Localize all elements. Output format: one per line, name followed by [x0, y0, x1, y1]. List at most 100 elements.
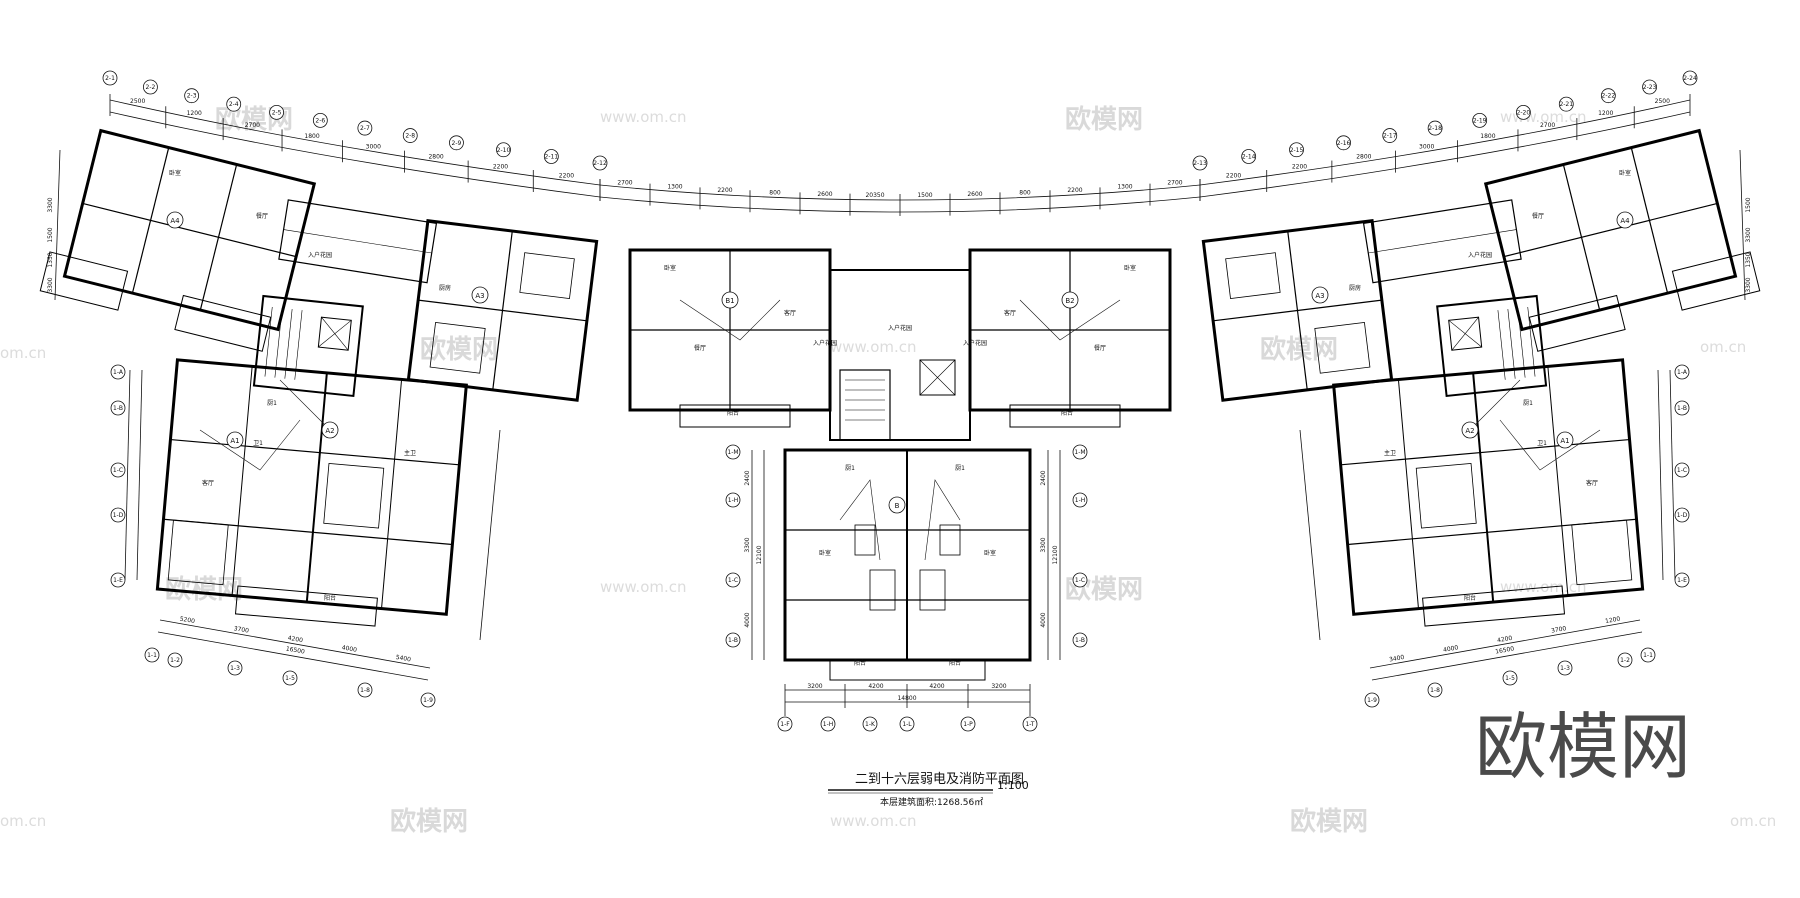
grid-label: 1-B [728, 637, 738, 644]
watermark-brand: 欧模网 [390, 806, 468, 837]
grid-bubble: 2-24 [1682, 70, 1698, 86]
grid-label: 1-D [1677, 512, 1688, 519]
dimension-value: 3000 [1419, 144, 1434, 151]
grid-label: 1-3 [1560, 665, 1570, 672]
dimension-value: 2200 [1292, 163, 1307, 170]
room-label: 厨1 [1523, 400, 1533, 407]
grid-label: 2-21 [1559, 101, 1573, 108]
unit-label: B1 [721, 291, 739, 309]
grid-bubble: 1-C [1072, 572, 1088, 588]
grid-bubble: 1-H [1072, 492, 1088, 508]
unit-label: A2 [321, 421, 339, 439]
grid-label: 1-E [113, 577, 123, 584]
top-right-dim-line-2 [1199, 111, 1691, 198]
dimension-total: 12100 [756, 545, 763, 564]
dimension-value: 3300 [1040, 537, 1047, 552]
dimension-value: 2200 [1226, 173, 1241, 180]
watermark-url: om.cn [0, 344, 46, 362]
room-label: 厨房 [1349, 284, 1361, 292]
unit-label-text: B [895, 502, 900, 510]
dimension-value: 2200 [559, 173, 574, 180]
unit-label-text: A3 [1315, 292, 1324, 300]
grid-bubble: 2-1 [102, 70, 118, 86]
room-label: 阳台 [727, 409, 739, 417]
top-left-dim-line-2 [109, 111, 601, 198]
top-right-dim-line-1 [1199, 99, 1691, 186]
dimension-value: 1300 [1117, 184, 1132, 191]
room-label: 卫1 [1537, 440, 1547, 447]
dimension-value: 4000 [1040, 612, 1047, 627]
watermark-brand: 欧模网 [1290, 806, 1368, 837]
unit-label-text: A2 [1465, 427, 1474, 435]
dimension-value: 3300 [47, 277, 54, 292]
dimension-total: 12100 [1052, 545, 1059, 564]
grid-bubble: 1-1 [144, 647, 160, 663]
grid-label: 1-P [963, 721, 973, 728]
room-label: 入户花园 [813, 339, 837, 347]
unit-label-text: A1 [230, 437, 239, 445]
dimension-value: 5400 [395, 654, 411, 664]
dimension-value: 1200 [1598, 110, 1613, 117]
grid-label: 2-3 [187, 93, 197, 100]
grid-bubble: 1-1 [1640, 647, 1656, 663]
grid-label: 1-2 [1620, 657, 1630, 664]
room-label: 卧室 [984, 549, 996, 557]
unit-label: A4 [1616, 211, 1634, 229]
grid-label: 1-H [1075, 497, 1086, 504]
dimension-total: 14800 [897, 695, 916, 702]
dimension-value: 2700 [617, 179, 632, 186]
dimension-total: 16500 [1495, 645, 1515, 655]
room-label: 客厅 [202, 479, 214, 487]
grid-bubble: 2-19 [1472, 112, 1488, 128]
unit-label-text: B1 [725, 297, 734, 305]
grid-label: 2-22 [1602, 93, 1616, 100]
room-label: 阳台 [854, 659, 866, 667]
grid-label: 1-K [865, 721, 876, 728]
grid-label: 2-6 [315, 117, 325, 124]
room-label: 卧室 [1124, 264, 1136, 272]
grid-bubble: 1-3 [1557, 660, 1573, 676]
dimension-value: 2500 [1655, 98, 1670, 105]
room-label: 卧室 [169, 169, 181, 177]
grid-label: 1-H [728, 497, 739, 504]
grid-bubble: 1-F [777, 716, 793, 732]
grid-bubble: 1-B [1674, 400, 1690, 416]
room-label: 餐厅 [256, 212, 268, 220]
center-building [628, 248, 1172, 681]
dimension-value: 4000 [744, 612, 751, 627]
grid-bubble: 1-2 [167, 652, 183, 668]
grid-bubble: 1-5 [1502, 670, 1518, 686]
center-bottom-dimensions [784, 684, 1031, 716]
room-label: 阳台 [1464, 594, 1476, 602]
dimension-value: 4200 [868, 683, 883, 690]
unit-label-text: A4 [170, 217, 180, 225]
grid-bubble: 2-23 [1642, 79, 1657, 95]
room-label: 餐厅 [1094, 344, 1106, 352]
grid-label: 2-4 [229, 101, 239, 108]
watermark-url: om.cn [1700, 338, 1746, 356]
grid-bubble: 1-E [1674, 572, 1690, 588]
drawing-title: 二到十六层弱电及消防平面图 [855, 771, 1024, 787]
grid-bubble: 1-H [820, 716, 836, 732]
drawing-scale: 1:100 [997, 779, 1029, 792]
dimension-value: 2600 [817, 191, 832, 198]
grid-label: 1-C [1075, 577, 1085, 584]
unit-a1-a2-right-outline [1332, 358, 1645, 616]
watermark-url: www.om.cn [600, 578, 687, 596]
grid-bubble: 1-D [110, 507, 126, 523]
unit-label-text: A4 [1620, 217, 1630, 225]
unit-label-text: A2 [325, 427, 334, 435]
dimension-value: 4200 [1497, 635, 1513, 645]
wing-bottom-dimensions [157, 619, 1643, 681]
grid-label: 1-5 [1505, 675, 1515, 682]
wing-side-dimensions [54, 149, 1746, 641]
grid-bubble: 2-20 [1515, 104, 1531, 120]
grid-label: 2-12 [593, 160, 607, 167]
grid-bubble: 1-D [1674, 507, 1690, 523]
grid-label: 2-7 [360, 125, 370, 132]
unit-label: A2 [1461, 421, 1479, 439]
dimension-value: 3200 [807, 683, 822, 690]
room-label: 入户花园 [1468, 251, 1492, 259]
